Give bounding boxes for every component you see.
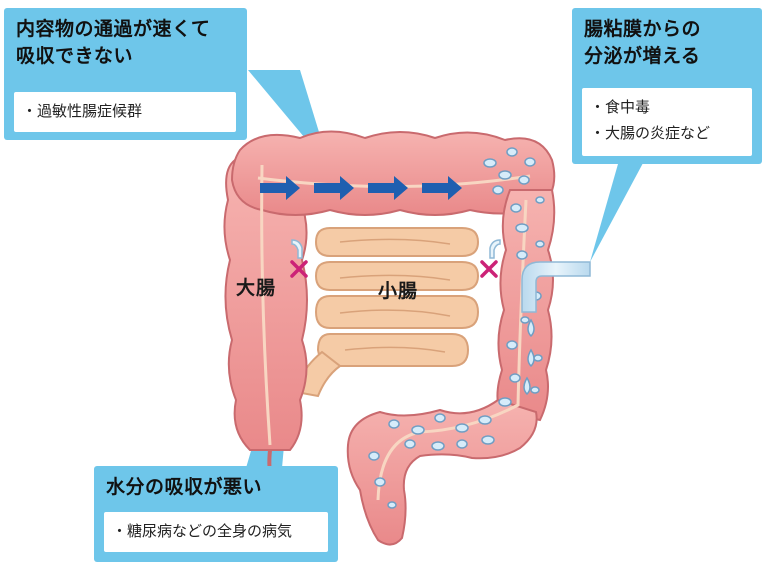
- callout-secretion-title: 腸粘膜からの 分泌が増える: [584, 18, 702, 67]
- large-intestine-label: 大腸: [236, 277, 277, 299]
- list-item: 過敏性腸症候群: [22, 98, 228, 124]
- list-item: 糖尿病などの全身の病気: [112, 518, 320, 544]
- absorption-pipe-left: [291, 239, 303, 259]
- callout-secretion: 腸粘膜からの 分泌が増える 食中毒 大腸の炎症など: [572, 8, 762, 164]
- small-intestine: [294, 227, 480, 398]
- callout-poor-absorption-list: 糖尿病などの全身の病気: [104, 512, 328, 552]
- right-arrow-icon: [314, 176, 354, 200]
- callout-pointer-top-right: [590, 150, 650, 262]
- callout-fast-passage: 内容物の通過が速くて 吸収できない 過敏性腸症候群: [4, 8, 247, 140]
- callout-secretion-list: 食中毒 大腸の炎症など: [582, 88, 752, 156]
- cross-mark-icon: [290, 260, 308, 278]
- small-intestine-label: 小腸: [378, 280, 419, 302]
- cross-mark-icon: [480, 260, 498, 278]
- callout-fast-passage-title: 内容物の通過が速くて 吸収できない: [16, 18, 211, 67]
- droplet-icon: [368, 147, 545, 509]
- right-arrow-icon: [260, 176, 300, 200]
- list-item: 大腸の炎症など: [590, 120, 744, 146]
- callout-poor-absorption-title: 水分の吸収が悪い: [106, 476, 263, 498]
- callout-poor-absorption: 水分の吸収が悪い 糖尿病などの全身の病気: [94, 466, 338, 562]
- right-arrow-icon: [368, 176, 408, 200]
- right-arrow-icon: [422, 176, 462, 200]
- absorption-pipe-right: [489, 239, 501, 259]
- list-item: 食中毒: [590, 94, 744, 120]
- secretion-pipe: [521, 261, 591, 313]
- callout-fast-passage-list: 過敏性腸症候群: [14, 92, 236, 132]
